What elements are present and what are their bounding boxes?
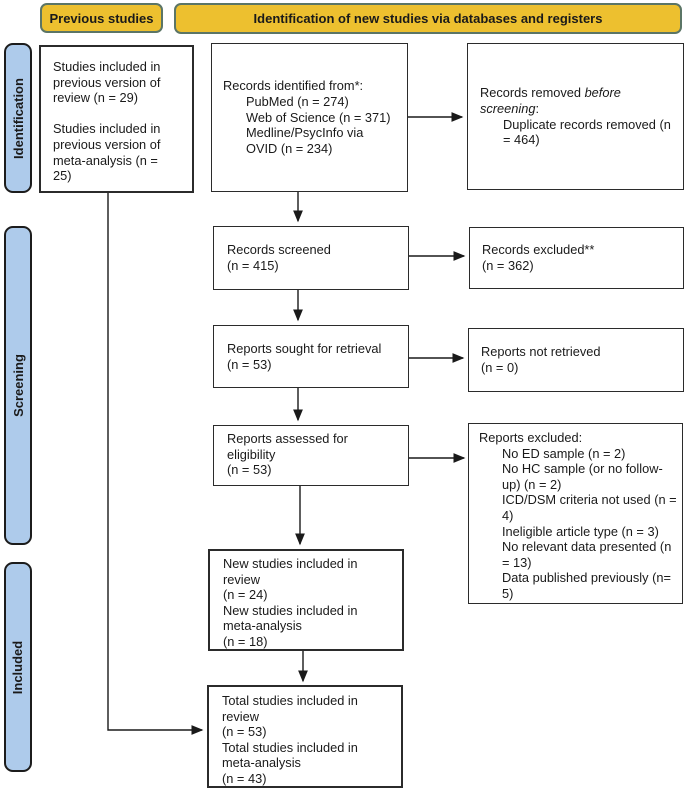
box-reports-excluded-heading: Reports excluded:	[479, 430, 583, 445]
records-removed-suffix: :	[535, 100, 540, 116]
box-records-identified-heading: Records identified from*:	[223, 78, 364, 94]
box-reports-assessed-text: Reports assessed for eligibility (n = 53…	[227, 431, 348, 478]
header-previous-studies: Previous studies	[40, 3, 163, 33]
header-previous-studies-label: Previous studies	[49, 10, 154, 26]
box-records-identified: Records identified from*: PubMed (n = 27…	[211, 43, 408, 192]
box-new-studies-included-text: New studies included in review (n = 24) …	[223, 556, 358, 650]
box-total-studies-included: Total studies included in review (n = 53…	[207, 685, 403, 788]
box-reports-excluded: Reports excluded: No ED sample (n = 2) N…	[468, 423, 683, 604]
box-records-excluded: Records excluded** (n = 362)	[469, 227, 684, 289]
box-reports-not-retrieved: Reports not retrieved (n = 0)	[468, 328, 684, 392]
box-records-screened: Records screened (n = 415)	[213, 226, 409, 290]
box-reports-not-retrieved-text: Reports not retrieved (n = 0)	[481, 344, 601, 375]
header-identification-new-studies: Identification of new studies via databa…	[174, 3, 682, 34]
records-identified-item: Web of Science (n = 371)	[246, 109, 391, 125]
reports-excluded-item: Ineligible article type (n = 3)	[502, 523, 659, 539]
box-records-removed-heading: Records removed before screening:	[480, 85, 679, 116]
records-identified-item: Medline/PsycInfo via OVID (n = 234)	[246, 125, 364, 156]
records-removed-prefix: Records removed	[480, 85, 585, 101]
header-identification-new-studies-label: Identification of new studies via databa…	[253, 11, 603, 26]
phase-bar-included: Included	[4, 562, 32, 772]
phase-bar-screening: Screening	[4, 226, 32, 545]
phase-bar-screening-label: Screening	[10, 354, 26, 417]
reports-excluded-item: Data published previously (n= 5)	[502, 570, 671, 602]
records-identified-item: PubMed (n = 274)	[246, 94, 349, 110]
reports-excluded-item: No relevant data presented (n = 13)	[502, 539, 672, 570]
records-removed-italic: before screening	[480, 85, 621, 116]
box-reports-sought-text: Reports sought for retrieval (n = 53)	[227, 340, 382, 372]
phase-bar-identification-label: Identification	[10, 77, 26, 159]
phase-bar-included-label: Included	[10, 640, 26, 694]
box-reports-sought: Reports sought for retrieval (n = 53)	[213, 325, 409, 388]
reports-excluded-item: No ED sample (n = 2)	[502, 445, 626, 461]
box-total-studies-included-text: Total studies included in review (n = 53…	[222, 693, 358, 787]
reports-excluded-item: No HC sample (or no follow-up) (n = 2)	[502, 461, 663, 492]
box-records-removed: Records removed before screening: Duplic…	[467, 43, 684, 190]
records-removed-item: Duplicate records removed (n = 464)	[503, 116, 671, 148]
box-reports-assessed: Reports assessed for eligibility (n = 53…	[213, 425, 409, 486]
box-new-studies-included: New studies included in review (n = 24) …	[208, 549, 404, 651]
box-records-screened-text: Records screened (n = 415)	[227, 242, 331, 273]
box-previous-studies-included-text: Studies included in previous version of …	[53, 59, 161, 184]
box-previous-studies-included: Studies included in previous version of …	[39, 45, 194, 193]
reports-excluded-item: ICD/DSM criteria not used (n = 4)	[502, 492, 677, 524]
phase-bar-identification: Identification	[4, 43, 32, 193]
box-records-excluded-text: Records excluded** (n = 362)	[482, 242, 595, 273]
